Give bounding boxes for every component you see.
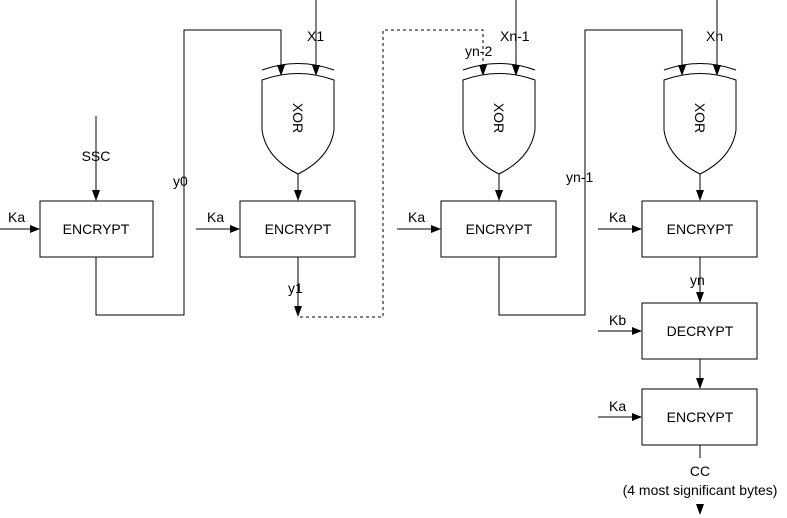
cc-note: (4 most significant bytes): [623, 482, 778, 498]
encrypt-block-1: [239, 200, 356, 258]
xor-gate-1-curve: [261, 63, 335, 71]
xor3-to-encrypt-arrow: [696, 190, 704, 201]
yn-2-label: yn-2: [465, 43, 492, 59]
ka-arrow-4: [632, 225, 642, 233]
y1-arrow: [294, 306, 302, 317]
encrypt-block-initial: [39, 200, 154, 258]
ka-arrow-5: [632, 413, 642, 421]
encrypt-label-final: ENCRYPT: [667, 409, 734, 425]
encrypt-block-final: [641, 388, 758, 446]
xor2-to-encrypt-arrow: [495, 190, 503, 201]
cc-arrow: [696, 504, 704, 515]
stage-initial: SSC Ka ENCRYPT y0: [0, 29, 285, 316]
ssc-arrow: [92, 190, 100, 201]
dashed-chain-line: [300, 29, 484, 318]
ka-label-2: Ka: [207, 209, 224, 225]
y1-label: y1: [288, 280, 303, 296]
stage-1: X1 XOR Ka ENCRYPT y1: [196, 0, 356, 317]
yn-label: yn: [690, 272, 705, 288]
ssc-label: SSC: [82, 148, 111, 164]
stage-n: Xn XOR Ka ENCRYPT yn Kb DECRYPT Ka ENCRY…: [598, 0, 777, 515]
decrypt-label: DECRYPT: [667, 323, 734, 339]
ka-arrow-1: [30, 225, 40, 233]
encrypt-label-initial: ENCRYPT: [63, 221, 130, 237]
ka-label-1: Ka: [8, 209, 25, 225]
encrypt-block-n-1: [440, 200, 557, 258]
yn-arrow: [696, 292, 704, 303]
yn-1-wire: [498, 29, 683, 316]
x1-arrow: [312, 65, 320, 76]
y0-arrow: [277, 65, 285, 76]
ka-label-3: Ka: [408, 209, 425, 225]
xn-label: Xn: [706, 28, 723, 44]
kb-label: Kb: [609, 312, 626, 328]
yn-1-arrow: [678, 65, 686, 76]
xor-gate-2: [462, 73, 536, 175]
xor-gate-3: [663, 73, 737, 175]
xn-1-label: Xn-1: [500, 28, 530, 44]
ellipsis-connector: yn-2: [300, 29, 492, 318]
encrypt-label-n: ENCRYPT: [667, 221, 734, 237]
decrypt-to-encrypt-arrow: [696, 378, 704, 389]
kb-arrow: [632, 327, 642, 335]
ka-label-5: Ka: [609, 398, 626, 414]
yn-1-label: yn-1: [566, 169, 593, 185]
xor-gate-2-curve: [462, 63, 536, 71]
xor-gate-3-curve: [663, 63, 737, 71]
ka-label-4: Ka: [609, 209, 626, 225]
y0-wire: [95, 29, 282, 316]
x1-label: X1: [307, 28, 324, 44]
stage-n-1: Xn-1 XOR Ka ENCRYPT yn-1: [397, 0, 686, 316]
xn-arrow: [713, 65, 721, 76]
xn-1-arrow: [512, 65, 520, 76]
ka-arrow-3: [431, 225, 441, 233]
cc-label: CC: [690, 463, 710, 479]
xor-label-3: XOR: [692, 103, 708, 133]
y0-label: y0: [173, 173, 188, 189]
ka-arrow-2: [230, 225, 240, 233]
xor-label-2: XOR: [491, 103, 507, 133]
encrypt-label-n-1: ENCRYPT: [466, 221, 533, 237]
yn-2-arrow: [479, 65, 487, 76]
xor-gate-1: [261, 73, 335, 175]
encrypt-label-1: ENCRYPT: [265, 221, 332, 237]
xor1-to-encrypt-arrow: [294, 190, 302, 201]
encrypt-block-n: [641, 200, 758, 258]
xor-label-1: XOR: [290, 103, 306, 133]
